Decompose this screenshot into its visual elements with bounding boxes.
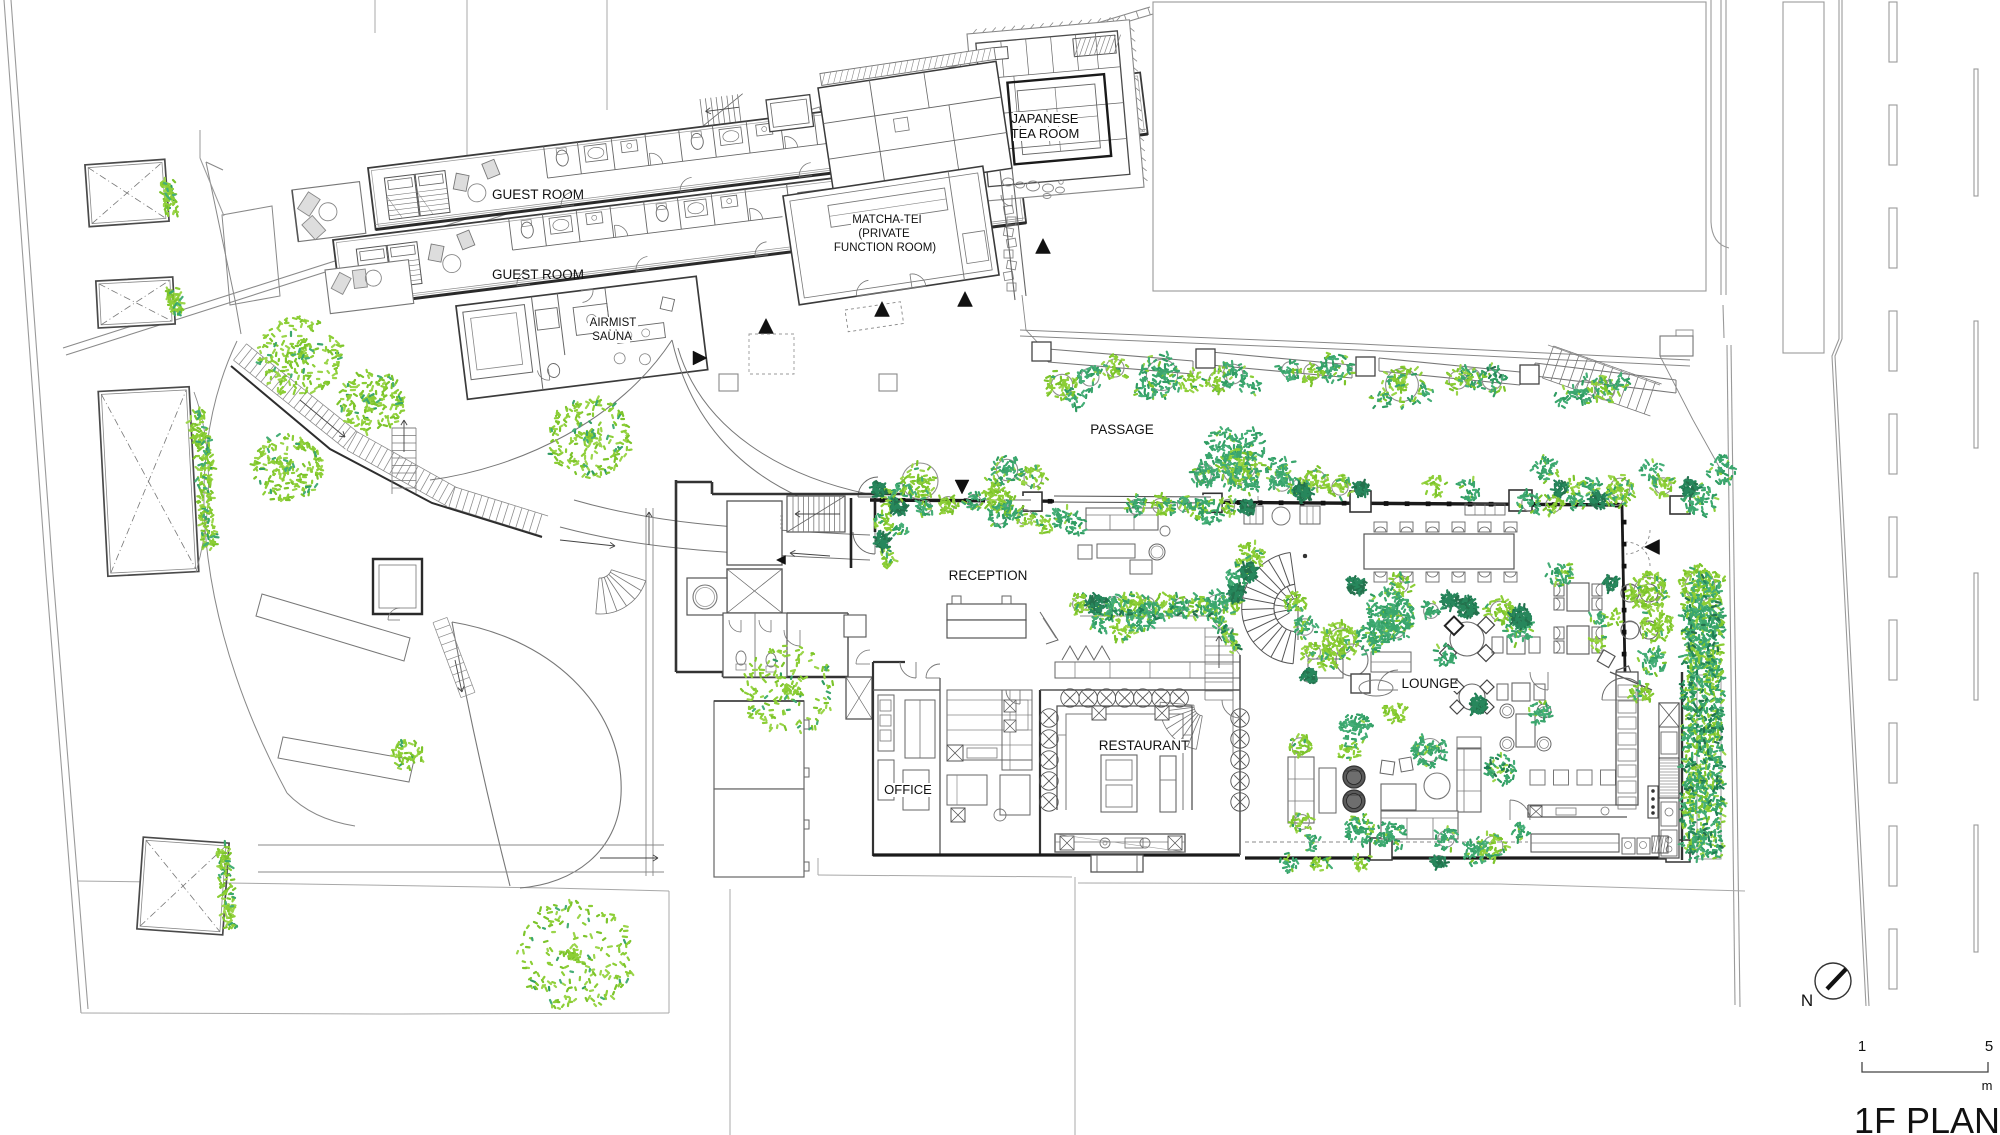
- svg-text:JAPANESE: JAPANESE: [1012, 111, 1079, 126]
- svg-text:RECEPTION: RECEPTION: [949, 568, 1028, 583]
- svg-text:GUEST ROOM: GUEST ROOM: [492, 267, 584, 282]
- svg-text:GUEST ROOM: GUEST ROOM: [492, 187, 584, 202]
- svg-text:1: 1: [1858, 1038, 1866, 1055]
- svg-text:PASSAGE: PASSAGE: [1090, 422, 1154, 437]
- svg-text:FUNCTION ROOM): FUNCTION ROOM): [834, 242, 936, 254]
- svg-text:N: N: [1801, 991, 1813, 1010]
- svg-text:RESTAURANT: RESTAURANT: [1099, 738, 1190, 753]
- svg-text:(PRIVATE: (PRIVATE: [858, 228, 910, 240]
- svg-text:1F PLAN: 1F PLAN: [1854, 1100, 2000, 1135]
- svg-text:LOUNGE: LOUNGE: [1401, 676, 1458, 691]
- svg-text:m: m: [1982, 1078, 1993, 1093]
- svg-text:5: 5: [1985, 1038, 1993, 1055]
- svg-text:AIRMIST: AIRMIST: [590, 317, 637, 329]
- svg-text:OFFICE: OFFICE: [884, 782, 932, 797]
- svg-text:MATCHA-TEI: MATCHA-TEI: [852, 214, 921, 226]
- svg-text:SAUNA: SAUNA: [592, 331, 632, 343]
- svg-text:TEA ROOM: TEA ROOM: [1011, 126, 1080, 141]
